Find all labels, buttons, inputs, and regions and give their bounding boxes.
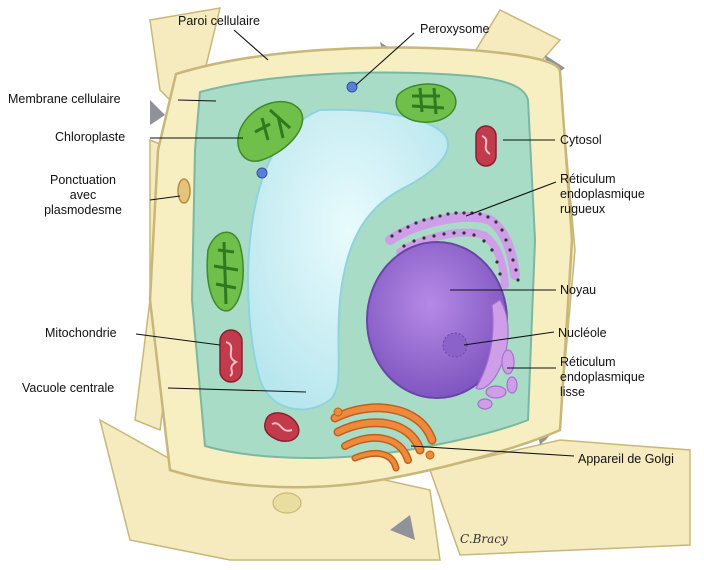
artist-signature: C.Bracy (460, 532, 508, 546)
chloroplast (396, 84, 456, 122)
label-vacuole-centrale: Vacuole centrale (22, 381, 114, 396)
label-peroxysome: Peroxysome (420, 22, 489, 37)
peroxisome (347, 82, 357, 92)
label-rer-line-1: Réticulum (560, 172, 645, 187)
label-paroi-cellulaire: Paroi cellulaire (178, 14, 260, 29)
peroxisome (257, 168, 267, 178)
label-ponctuation-line-2: avec (23, 188, 143, 203)
label-ser-line-1: Réticulum (560, 355, 645, 370)
label-ponctuation-line-3: plasmodesme (23, 203, 143, 218)
chloroplast (207, 232, 243, 311)
label-rer-line-2: endoplasmique (560, 187, 645, 202)
label-ponctuation: Ponctuation avec plasmodesme (23, 173, 143, 218)
label-cytosol: Cytosol (560, 133, 602, 148)
label-reticulum-rugueux: Réticulum endoplasmique rugueux (560, 172, 645, 217)
label-chloroplaste: Chloroplaste (55, 130, 125, 145)
label-ser-line-2: endoplasmique (560, 370, 645, 385)
plasmodesma-pit (178, 179, 190, 203)
label-ponctuation-line-1: Ponctuation (23, 173, 143, 188)
label-mitochondrie: Mitochondrie (45, 326, 117, 341)
mitochondrion (220, 330, 242, 382)
nucleolus (443, 333, 467, 357)
wall-pit (273, 493, 301, 513)
label-noyau: Noyau (560, 283, 596, 298)
label-membrane-cellulaire: Membrane cellulaire (8, 92, 121, 107)
label-rer-line-3: rugueux (560, 202, 645, 217)
label-nucleole: Nucléole (558, 326, 607, 341)
label-reticulum-lisse: Réticulum endoplasmique lisse (560, 355, 645, 400)
label-appareil-de-golgi: Appareil de Golgi (578, 452, 674, 467)
label-ser-line-3: lisse (560, 385, 645, 400)
mitochondrion (476, 126, 496, 166)
